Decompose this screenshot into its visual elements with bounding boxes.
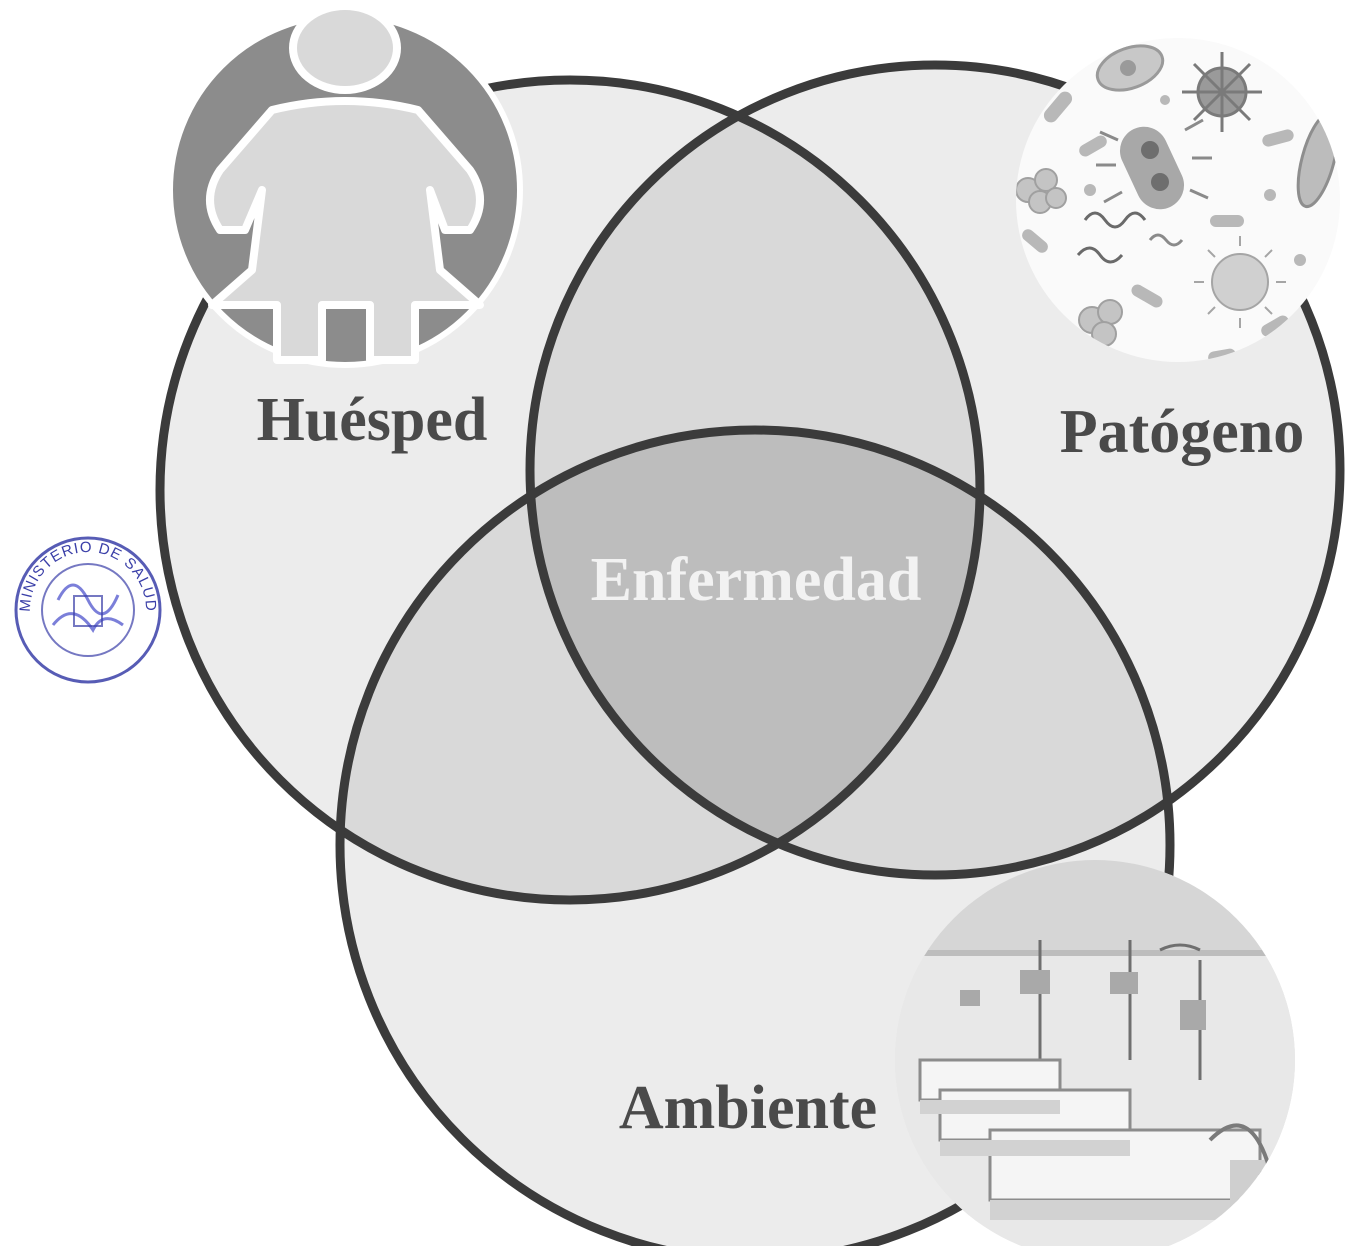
intersection-label: Enfermedad xyxy=(591,546,922,614)
microbes-icon xyxy=(1016,44,1340,362)
environment-circle xyxy=(335,425,1175,1246)
hospital-ward-photo xyxy=(895,860,1295,1246)
host-badge xyxy=(167,2,523,368)
host-label: Huésped xyxy=(257,386,488,454)
pathogen-label: Patógeno xyxy=(1060,398,1305,466)
environment-label: Ambiente xyxy=(619,1074,877,1142)
host-circle xyxy=(155,75,985,905)
pathogen-circle xyxy=(525,60,1345,880)
pathogen-badge xyxy=(1016,38,1340,362)
circle-outlines xyxy=(155,60,1345,1246)
ministry-stamp: MINISTERIO DE SALUD xyxy=(14,536,162,684)
person-icon xyxy=(206,2,484,364)
